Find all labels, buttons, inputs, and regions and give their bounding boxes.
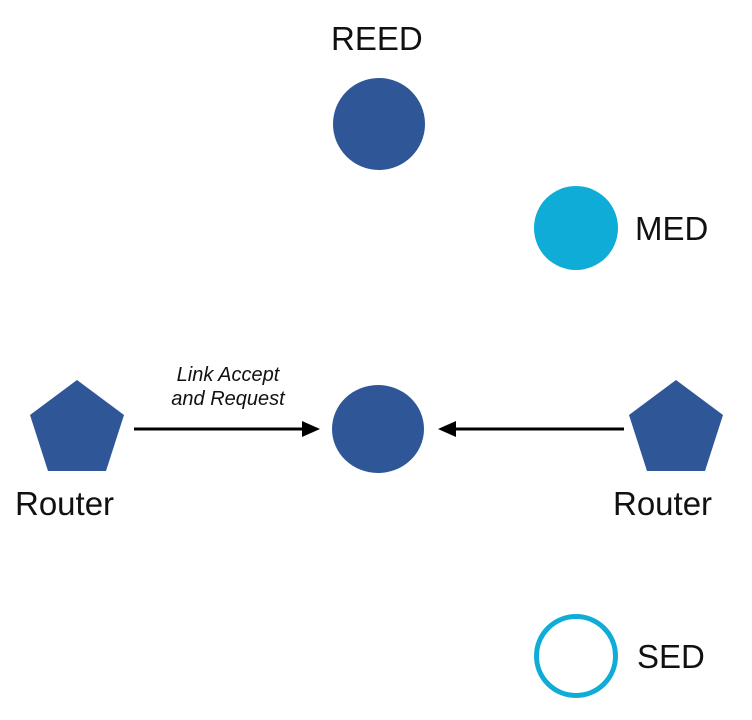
node-leader-circle — [332, 385, 424, 473]
edge-label-link-accept-request: Link Accept and Request — [143, 364, 313, 411]
node-label-router-right: Router — [613, 485, 713, 522]
node-med-circle — [534, 186, 618, 270]
node-router-left-pentagon — [30, 380, 124, 471]
node-sed-circle — [534, 614, 618, 698]
edge-arrow-right-to-center — [438, 421, 624, 437]
node-reed-circle — [333, 78, 425, 170]
arrow-head-left — [438, 421, 456, 437]
arrow-head-right — [302, 421, 320, 437]
node-router-right-pentagon — [629, 380, 723, 471]
pentagon-shape — [30, 380, 124, 471]
node-label-sed: SED — [637, 638, 705, 675]
node-label-router-left: Router — [15, 485, 115, 522]
edge-label-line1: Link Accept — [176, 364, 280, 386]
node-label-reed: REED — [331, 20, 423, 57]
node-label-med: MED — [635, 210, 709, 247]
edge-label-line2: and Request — [171, 387, 285, 410]
pentagon-shape — [629, 380, 723, 471]
edge-arrow-left-to-center — [134, 421, 320, 437]
